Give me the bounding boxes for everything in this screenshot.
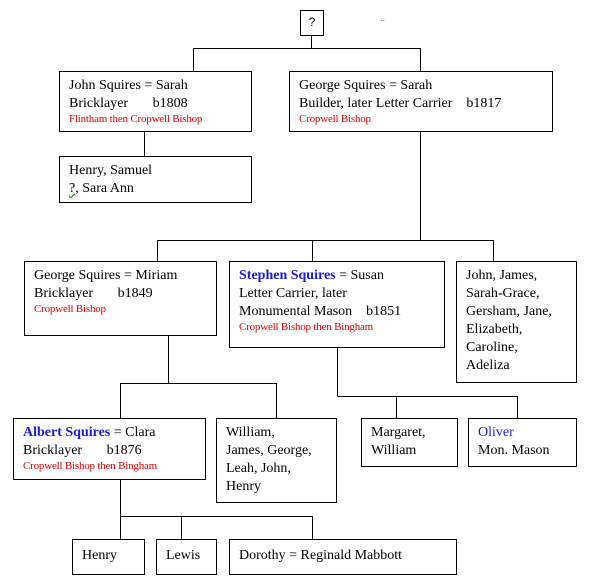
other-children-line: Caroline, — [466, 340, 518, 355]
albert-squires-name-line: Albert Squires = Clara — [23, 424, 196, 442]
john-children-box: Henry, Samuel ?, Sara Ann — [59, 156, 252, 203]
george-squires-junior-occupation: Bricklayer b1849 — [34, 286, 153, 301]
stephen-children-line: William — [371, 443, 417, 458]
albert-squires-place: Cropwell Bishop then Bingham — [23, 460, 158, 472]
stephen-squires-occupation: Letter Carrier, later — [239, 286, 347, 301]
george-senior-other-children-box: John, James, Sarah-Grace, Gersham, Jane,… — [456, 261, 577, 383]
stephen-squires-box: Stephen Squires = Susan Letter Carrier, … — [229, 261, 445, 348]
dorothy-box: Dorothy = Reginald Mabbott — [229, 539, 457, 575]
other-children-line: Gersham, Jane, — [466, 304, 552, 319]
john-squires-occupation: Bricklayer b1808 — [69, 96, 188, 111]
stephen-squires-spouse: = Susan — [335, 268, 384, 283]
stray-dots: .. — [380, 13, 385, 24]
other-children-line: James, George, — [226, 443, 312, 458]
oliver-occupation: Mon. Mason — [478, 443, 550, 458]
john-children-line2: ?, Sara Ann — [69, 180, 242, 198]
albert-squires-box: Albert Squires = Clara Bricklayer b1876 … — [13, 418, 206, 480]
george-squires-junior-name: George Squires = Miriam — [34, 268, 178, 283]
other-children-line: John, James, — [466, 268, 538, 283]
john-children-line1: Henry, Samuel — [69, 163, 153, 178]
oliver-name: Oliver — [478, 425, 514, 440]
george-squires-junior-box: George Squires = Miriam Bricklayer b1849… — [24, 261, 217, 336]
other-children-line: Adeliza — [466, 358, 510, 373]
lewis-name: Lewis — [166, 548, 201, 563]
john-children-line2-rest: , Sara Ann — [75, 181, 134, 196]
john-squires-name: John Squires = Sarah — [69, 78, 188, 93]
george-junior-other-children-box: William, James, George, Leah, John, Henr… — [216, 418, 337, 503]
oliver-box: Oliver Mon. Mason — [468, 418, 577, 467]
dorothy-name: Dorothy = Reginald Mabbott — [239, 548, 403, 563]
henry-name: Henry — [82, 548, 117, 563]
george-squires-junior-place: Cropwell Bishop — [34, 303, 106, 315]
stephen-squires-name: Stephen Squires — [239, 268, 336, 283]
other-children-line: William, — [226, 425, 275, 440]
henry-box: Henry — [72, 539, 145, 575]
stephen-children-line: Margaret, — [371, 425, 426, 440]
stephen-squires-occupation-2: Monumental Mason b1851 — [239, 304, 402, 319]
george-squires-senior-place: Cropwell Bishop — [299, 113, 371, 125]
other-children-line: Sarah-Grace, — [466, 286, 540, 301]
other-children-line: Elizabeth, — [466, 322, 523, 337]
other-children-line: Leah, John, — [226, 461, 291, 476]
albert-squires-name: Albert Squires — [23, 425, 111, 440]
unknown-ancestor-label: ? — [308, 15, 316, 29]
george-squires-senior-occupation: Builder, later Letter Carrier b1817 — [299, 96, 502, 111]
john-squires-box: John Squires = Sarah Bricklayer b1808 Fl… — [59, 71, 252, 132]
george-squires-senior-box: George Squires = Sarah Builder, later Le… — [289, 71, 553, 132]
stephen-children-box: Margaret, William — [361, 418, 458, 467]
john-squires-place: Flintham then Cropwell Bishop — [69, 113, 203, 125]
george-squires-senior-name: George Squires = Sarah — [299, 78, 433, 93]
stephen-squires-name-line: Stephen Squires = Susan — [239, 267, 435, 285]
uncertain-marker: ? — [69, 181, 76, 196]
unknown-ancestor-box: ? — [300, 10, 324, 36]
albert-squires-spouse: = Clara — [110, 425, 156, 440]
albert-squires-occupation: Bricklayer b1876 — [23, 443, 142, 458]
lewis-box: Lewis — [156, 539, 217, 575]
stephen-squires-place: Cropwell Bishop then Bingham — [239, 321, 374, 333]
other-children-line: Henry — [226, 479, 261, 494]
